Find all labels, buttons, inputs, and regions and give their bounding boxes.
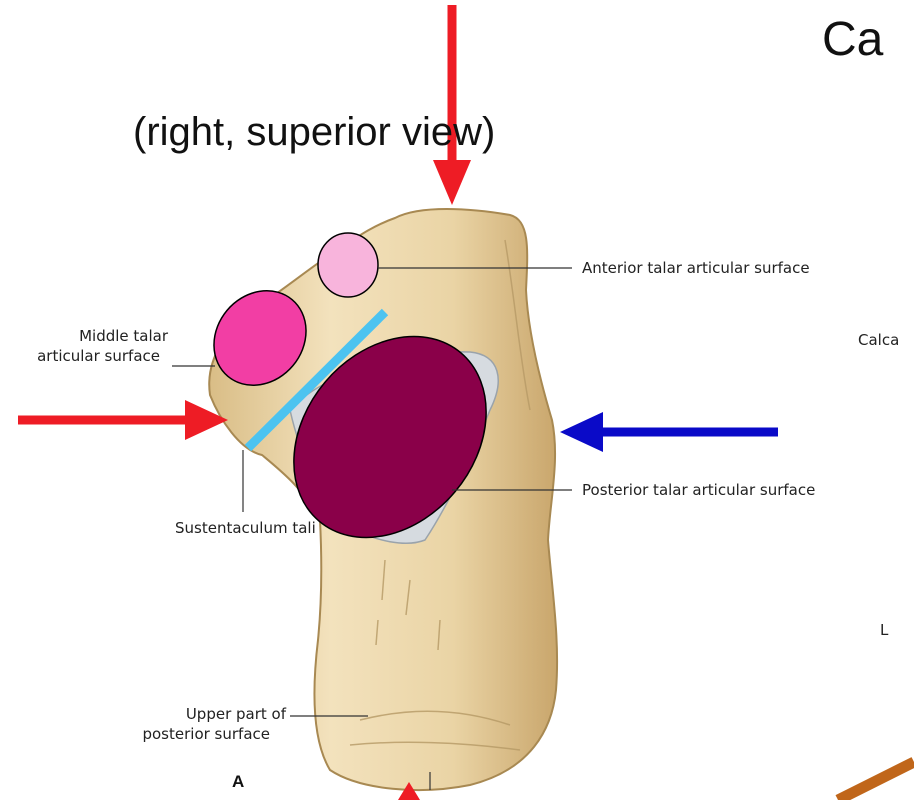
- red-arrow-left: [18, 400, 228, 440]
- anterior-talar-oval: [318, 233, 378, 297]
- red-arrow-top: [433, 5, 471, 205]
- label-upper-part-2: posterior surface: [0, 724, 270, 744]
- label-upper-part-1: Upper part of: [0, 704, 286, 724]
- blue-arrow-right: [560, 412, 778, 452]
- label-middle-talar-2: articular surface: [0, 346, 160, 366]
- label-sustentaculum: Sustentaculum tali: [175, 518, 316, 538]
- label-calca-partial: Calca: [858, 330, 899, 350]
- orange-arrow: [838, 762, 914, 800]
- label-anterior-talar: Anterior talar articular surface: [582, 258, 810, 278]
- slide-title: Ca: [822, 12, 883, 67]
- figure-letter: A: [232, 772, 244, 792]
- label-l-partial: L: [880, 620, 888, 640]
- label-posterior-talar: Posterior talar articular surface: [582, 480, 815, 500]
- label-middle-talar-1: Middle talar: [0, 326, 168, 346]
- view-label: (right, superior view): [133, 110, 495, 155]
